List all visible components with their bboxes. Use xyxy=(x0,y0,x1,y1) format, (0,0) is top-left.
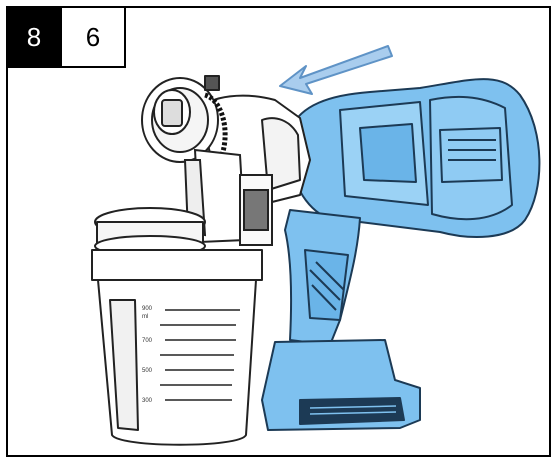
cup-scale-mark: 900 xyxy=(142,306,153,312)
paint-cup xyxy=(91,207,263,446)
step-indicator: 8 6 xyxy=(6,6,126,68)
cup-scale-mark: 700 xyxy=(142,338,153,344)
arrow-left-icon xyxy=(279,45,393,95)
cup-scale-unit: ml xyxy=(142,314,148,320)
step-number: 8 xyxy=(6,6,62,68)
sub-step-number: 6 xyxy=(62,6,126,68)
cup-scale-mark: 500 xyxy=(142,368,153,374)
battery-pack xyxy=(261,339,421,431)
cup-scale-mark: 300 xyxy=(142,398,153,404)
handle xyxy=(284,209,361,346)
motor-housing xyxy=(288,78,541,238)
